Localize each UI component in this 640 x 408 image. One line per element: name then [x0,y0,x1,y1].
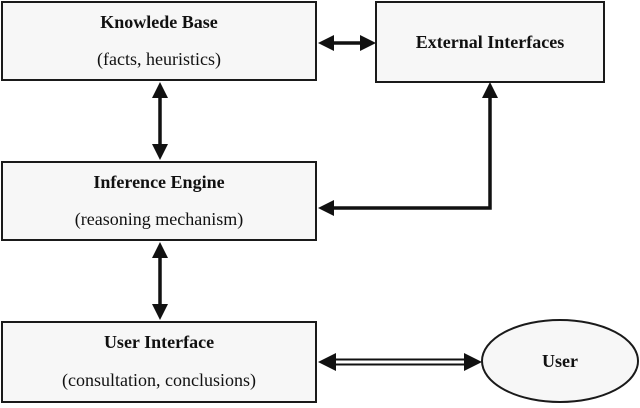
knowledge-base-subtitle: (facts, heuristics) [97,49,221,70]
inference-engine-subtitle: (reasoning mechanism) [75,209,243,230]
user-ellipse [481,319,639,403]
arrow-external-inference [318,82,498,216]
external-interfaces-title: External Interfaces [416,32,564,52]
arrow-kb-external [318,35,376,51]
inference-engine-node: Inference Engine (reasoning mechanism) [1,161,317,241]
external-interfaces-box [375,1,605,83]
knowledge-base-title: Knowlede Base [100,12,218,32]
arrow-kb-inference [152,82,168,160]
user-interface-title: User Interface [104,332,214,352]
knowledge-base-box [1,1,317,81]
inference-engine-box [1,161,317,241]
inference-engine-title: Inference Engine [93,172,224,192]
arrow-inference-ui [152,242,168,320]
user-interface-box [1,321,317,403]
external-interfaces-node: External Interfaces [375,1,605,83]
user-interface-node: User Interface (consultation, conclusion… [1,321,317,403]
arrow-ui-user [318,353,482,371]
user-title: User [542,351,578,371]
user-interface-subtitle: (consultation, conclusions) [62,370,256,391]
user-node: User [481,319,639,403]
knowledge-base-node: Knowlede Base (facts, heuristics) [1,1,317,81]
